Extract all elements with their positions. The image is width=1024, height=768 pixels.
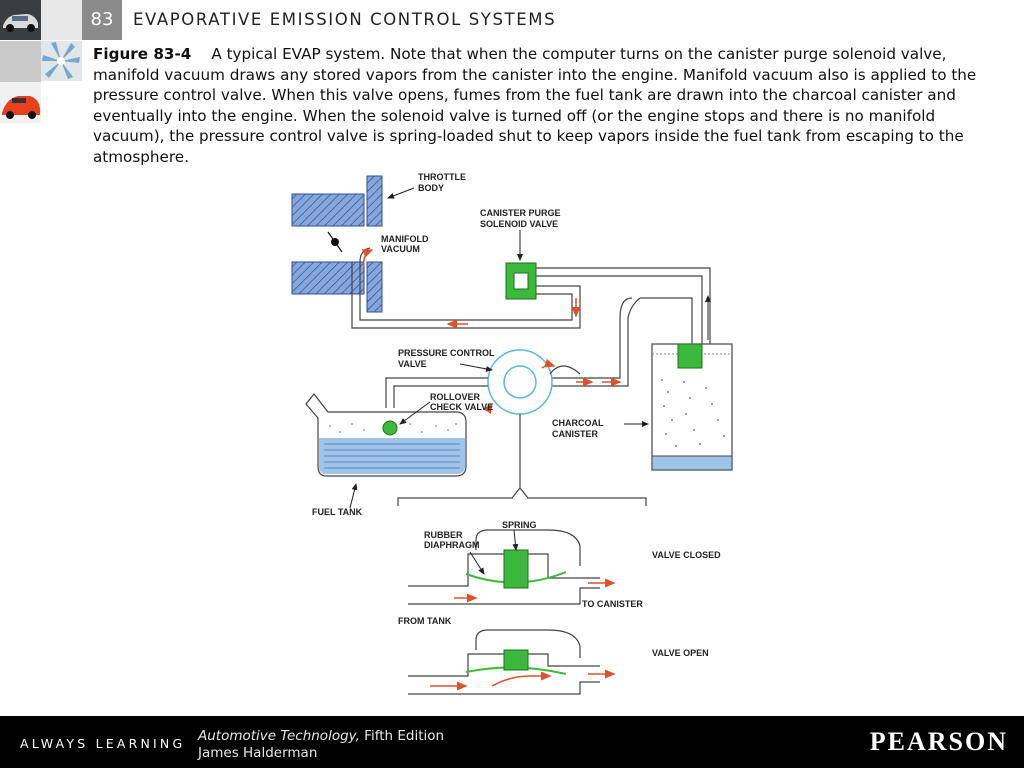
charcoal-canister [651,343,733,471]
label-pressure-control-2: VALVE [398,359,427,369]
footer-author: James Halderman [198,745,318,761]
header-gray-block [41,0,82,40]
throttle-body [291,175,383,313]
label-manifold-vacuum-1: MANIFOLD [381,234,429,244]
label-rollover-1: ROLLOVER [430,392,481,402]
label-fuel-tank: FUEL TANK [312,507,363,517]
caption-text: A typical EVAP system. Note that when th… [93,45,977,166]
label-throttle-body-2: BODY [418,183,444,193]
label-to-canister: TO CANISTER [582,599,643,609]
label-spring: SPRING [502,520,537,530]
label-rubber-1: RUBBER [424,530,463,540]
chapter-title: EVAPORATIVE EMISSION CONTROL SYSTEMS [133,10,557,29]
footer-tagline: ALWAYS LEARNING [20,736,186,751]
fuel-tank [305,393,467,477]
label-charcoal-1: CHARCOAL [552,418,604,428]
side-thumbnails [0,41,41,123]
label-rubber-2: DIAPHRAGM [424,540,480,550]
diagram-labels: THROTTLE BODY MANIFOLD VACUUM CANISTER P… [312,172,721,658]
footer-book-info: Automotive Technology, Fifth Edition Jam… [198,728,444,762]
valve-open-detail [408,629,616,695]
car-thumbnail-image [0,0,41,40]
label-pressure-control-1: PRESSURE CONTROL [398,348,495,358]
valve-closed-detail [408,529,616,605]
label-valve-closed: VALVE CLOSED [652,550,721,560]
label-manifold-vacuum-2: VACUUM [381,244,420,254]
pressure-control-valve [487,349,581,415]
label-valve-open: VALVE OPEN [652,648,709,658]
footer-edition: Fifth Edition [364,728,445,744]
slide-footer: ALWAYS LEARNING Automotive Technology, F… [0,716,1024,768]
canister-purge-solenoid-valve [505,262,537,300]
figure-label: Figure 83-4 [93,45,192,63]
label-charcoal-2: CANISTER [552,429,599,439]
label-canister-purge-1: CANISTER PURGE [480,208,561,218]
chapter-number: 83 [82,0,122,40]
slide-header: 83 EVAPORATIVE EMISSION CONTROL SYSTEMS [0,0,1024,40]
pearson-logo: PEARSON [869,727,1008,756]
fan-thumbnail-image [41,41,82,81]
footer-book-title: Automotive Technology, [198,728,360,744]
label-rollover-2: CHECK VALVE [430,402,493,412]
evap-system-diagram: THROTTLE BODY MANIFOLD VACUUM CANISTER P… [280,168,760,716]
label-from-tank: FROM TANK [398,616,452,626]
label-canister-purge-2: SOLENOID VALVE [480,219,558,229]
vacuum-hose [351,247,581,329]
label-throttle-body-1: THROTTLE [418,172,466,182]
